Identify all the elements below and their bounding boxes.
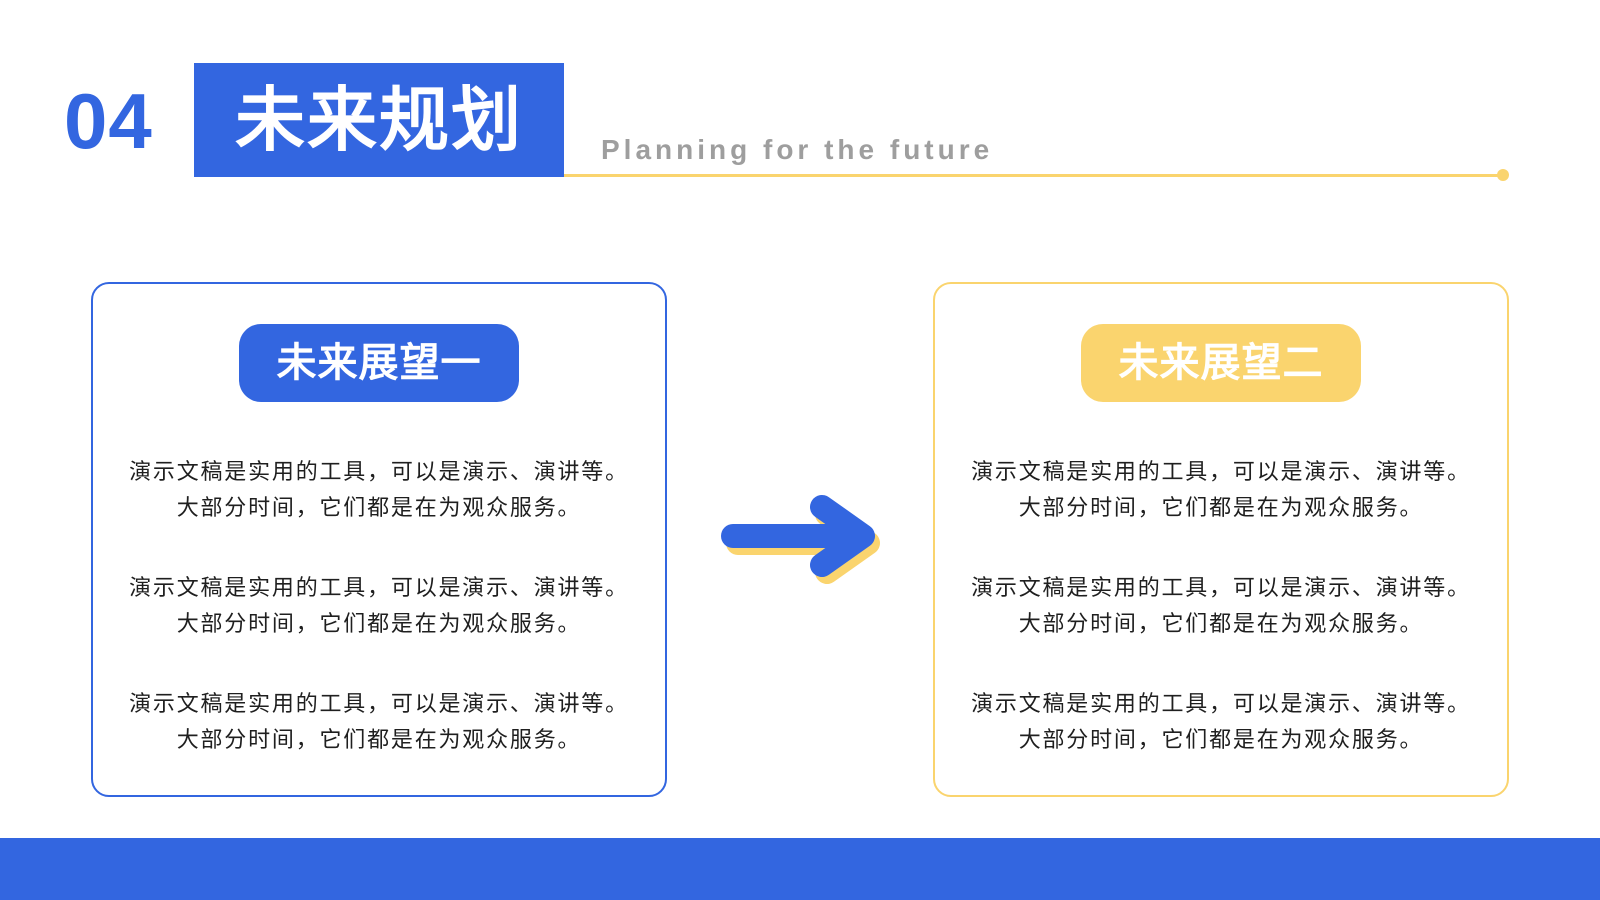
footer-band: [0, 838, 1600, 900]
paragraph-line: 演示文稿是实用的工具，可以是演示、演讲等。: [971, 460, 1471, 485]
paragraph-line: 大部分时间，它们都是在为观众服务。: [176, 612, 582, 637]
title-box: 未来规划: [194, 63, 564, 177]
paragraph: 演示文稿是实用的工具，可以是演示、演讲等。 大部分时间，它们都是在为观众服务。: [93, 455, 665, 527]
title-underline-dot: [1497, 169, 1509, 181]
section-number: 04: [64, 77, 153, 165]
paragraph-line: 演示文稿是实用的工具，可以是演示、演讲等。: [129, 460, 629, 485]
paragraph-line: 大部分时间，它们都是在为观众服务。: [1018, 496, 1424, 521]
card-outlook-two: 未来展望二 演示文稿是实用的工具，可以是演示、演讲等。 大部分时间，它们都是在为…: [933, 282, 1509, 797]
paragraph: 演示文稿是实用的工具，可以是演示、演讲等。 大部分时间，它们都是在为观众服务。: [93, 687, 665, 759]
paragraph-line: 演示文稿是实用的工具，可以是演示、演讲等。: [971, 692, 1471, 717]
paragraph: 演示文稿是实用的工具，可以是演示、演讲等。 大部分时间，它们都是在为观众服务。: [935, 455, 1507, 527]
paragraph-line: 大部分时间，它们都是在为观众服务。: [176, 728, 582, 753]
title-underline: [564, 174, 1503, 177]
card-paragraphs: 演示文稿是实用的工具，可以是演示、演讲等。 大部分时间，它们都是在为观众服务。 …: [935, 455, 1507, 759]
paragraph-line: 大部分时间，它们都是在为观众服务。: [176, 496, 582, 521]
paragraph-line: 大部分时间，它们都是在为观众服务。: [1018, 612, 1424, 637]
page-subtitle: Planning for the future: [601, 134, 994, 165]
right-arrow-icon: [721, 495, 880, 584]
card-heading: 未来展望一: [239, 324, 519, 402]
paragraph: 演示文稿是实用的工具，可以是演示、演讲等。 大部分时间，它们都是在为观众服务。: [935, 687, 1507, 759]
paragraph-line: 演示文稿是实用的工具，可以是演示、演讲等。: [129, 576, 629, 601]
paragraph-line: 演示文稿是实用的工具，可以是演示、演讲等。: [971, 576, 1471, 601]
arrow-body: [721, 495, 875, 577]
card-heading: 未来展望二: [1081, 324, 1361, 402]
paragraph: 演示文稿是实用的工具，可以是演示、演讲等。 大部分时间，它们都是在为观众服务。: [935, 571, 1507, 643]
card-outlook-one: 未来展望一 演示文稿是实用的工具，可以是演示、演讲等。 大部分时间，它们都是在为…: [91, 282, 667, 797]
paragraph-line: 演示文稿是实用的工具，可以是演示、演讲等。: [129, 692, 629, 717]
page-title: 未来规划: [235, 79, 523, 161]
paragraph: 演示文稿是实用的工具，可以是演示、演讲等。 大部分时间，它们都是在为观众服务。: [93, 571, 665, 643]
card-paragraphs: 演示文稿是实用的工具，可以是演示、演讲等。 大部分时间，它们都是在为观众服务。 …: [93, 455, 665, 759]
paragraph-line: 大部分时间，它们都是在为观众服务。: [1018, 728, 1424, 753]
